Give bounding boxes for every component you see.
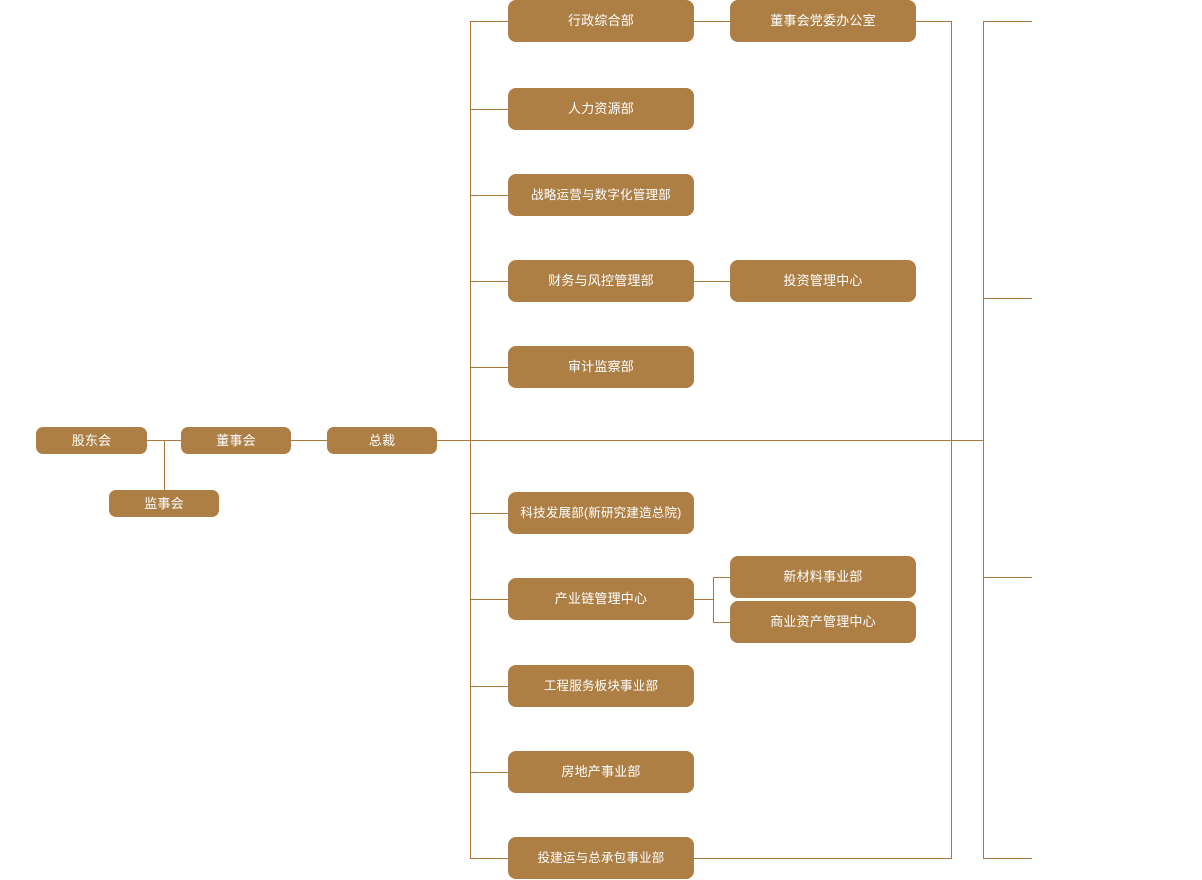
edge-branch-human-resources: [470, 109, 508, 110]
edge-outer-rail-branch-lower-mid: [983, 577, 1032, 578]
edge-inner-rail-bottom-stub: [694, 858, 951, 859]
edge-outer-rail-branch-bottom: [983, 858, 1032, 859]
node-audit-supervision-dept[interactable]: 审计监察部: [508, 346, 694, 388]
node-label: 投建运与总承包事业部: [537, 850, 665, 865]
edge-main-spine: [470, 21, 471, 859]
node-invest-build-gc-division[interactable]: 投建运与总承包事业部: [508, 837, 694, 879]
node-label: 工程服务板块事业部: [543, 678, 659, 693]
edge-right-inner-rail: [951, 21, 952, 859]
edge-branch-admin-general: [470, 21, 508, 22]
node-new-materials-division[interactable]: 新材料事业部: [730, 556, 916, 598]
edge-fork-to-new-materials: [713, 577, 730, 578]
edge-branch-invest-build-gc: [470, 858, 508, 859]
edge-board-to-president: [291, 440, 327, 441]
edge-branch-real-estate: [470, 772, 508, 773]
node-label: 投资管理中心: [783, 273, 863, 289]
edge-president-to-spine: [437, 440, 983, 441]
node-investment-mgmt-center[interactable]: 投资管理中心: [730, 260, 916, 302]
node-label: 行政综合部: [567, 13, 634, 29]
node-label: 科技发展部(新研究建造总院): [520, 505, 682, 520]
node-board-of-directors[interactable]: 董事会: [181, 427, 291, 454]
edge-finance-to-investment-center: [694, 281, 730, 282]
node-strategy-ops-digital-dept[interactable]: 战略运营与数字化管理部: [508, 174, 694, 216]
edge-branch-engineering-services: [470, 686, 508, 687]
edge-branch-strategy-ops: [470, 195, 508, 196]
node-finance-risk-dept[interactable]: 财务与风控管理部: [508, 260, 694, 302]
edge-inner-rail-top-stub: [916, 21, 951, 22]
node-board-party-office[interactable]: 董事会党委办公室: [730, 0, 916, 42]
node-human-resources-dept[interactable]: 人力资源部: [508, 88, 694, 130]
edge-fork-to-commercial-asset: [713, 622, 730, 623]
node-tech-development-dept[interactable]: 科技发展部(新研究建造总院): [508, 492, 694, 534]
edge-supervisory-vertical: [164, 440, 165, 490]
edge-branch-audit-supervision: [470, 367, 508, 368]
edge-industry-chain-stub: [694, 599, 713, 600]
node-supervisory-board[interactable]: 监事会: [109, 490, 219, 517]
node-label: 房地产事业部: [561, 764, 641, 780]
node-label: 审计监察部: [567, 359, 634, 375]
node-label: 商业资产管理中心: [770, 614, 876, 630]
node-label: 监事会: [144, 495, 184, 511]
edge-branch-tech-development: [470, 513, 508, 514]
node-label: 产业链管理中心: [554, 591, 648, 607]
node-label: 战略运营与数字化管理部: [531, 187, 671, 202]
node-real-estate-division[interactable]: 房地产事业部: [508, 751, 694, 793]
node-engineering-services-division[interactable]: 工程服务板块事业部: [508, 665, 694, 707]
node-label: 新材料事业部: [783, 569, 863, 585]
edge-industry-chain-fork-vertical: [713, 577, 714, 623]
node-president[interactable]: 总裁: [327, 427, 437, 454]
edge-right-outer-rail: [983, 21, 984, 859]
node-admin-general-dept[interactable]: 行政综合部: [508, 0, 694, 42]
edge-outer-rail-branch-upper-mid: [983, 298, 1032, 299]
edge-admin-to-party-office: [694, 21, 730, 22]
edge-outer-rail-branch-top: [983, 21, 1032, 22]
edge-branch-finance-risk: [470, 281, 508, 282]
node-label: 董事会党委办公室: [770, 13, 876, 29]
node-industry-chain-center[interactable]: 产业链管理中心: [508, 578, 694, 620]
node-label: 股东会: [71, 432, 112, 448]
node-label: 财务与风控管理部: [548, 273, 654, 289]
node-label: 人力资源部: [567, 101, 634, 117]
node-label: 董事会: [216, 432, 256, 448]
edge-branch-industry-chain: [470, 599, 508, 600]
node-shareholders-meeting[interactable]: 股东会: [36, 427, 147, 454]
node-commercial-asset-center[interactable]: 商业资产管理中心: [730, 601, 916, 643]
node-label: 总裁: [368, 432, 396, 448]
